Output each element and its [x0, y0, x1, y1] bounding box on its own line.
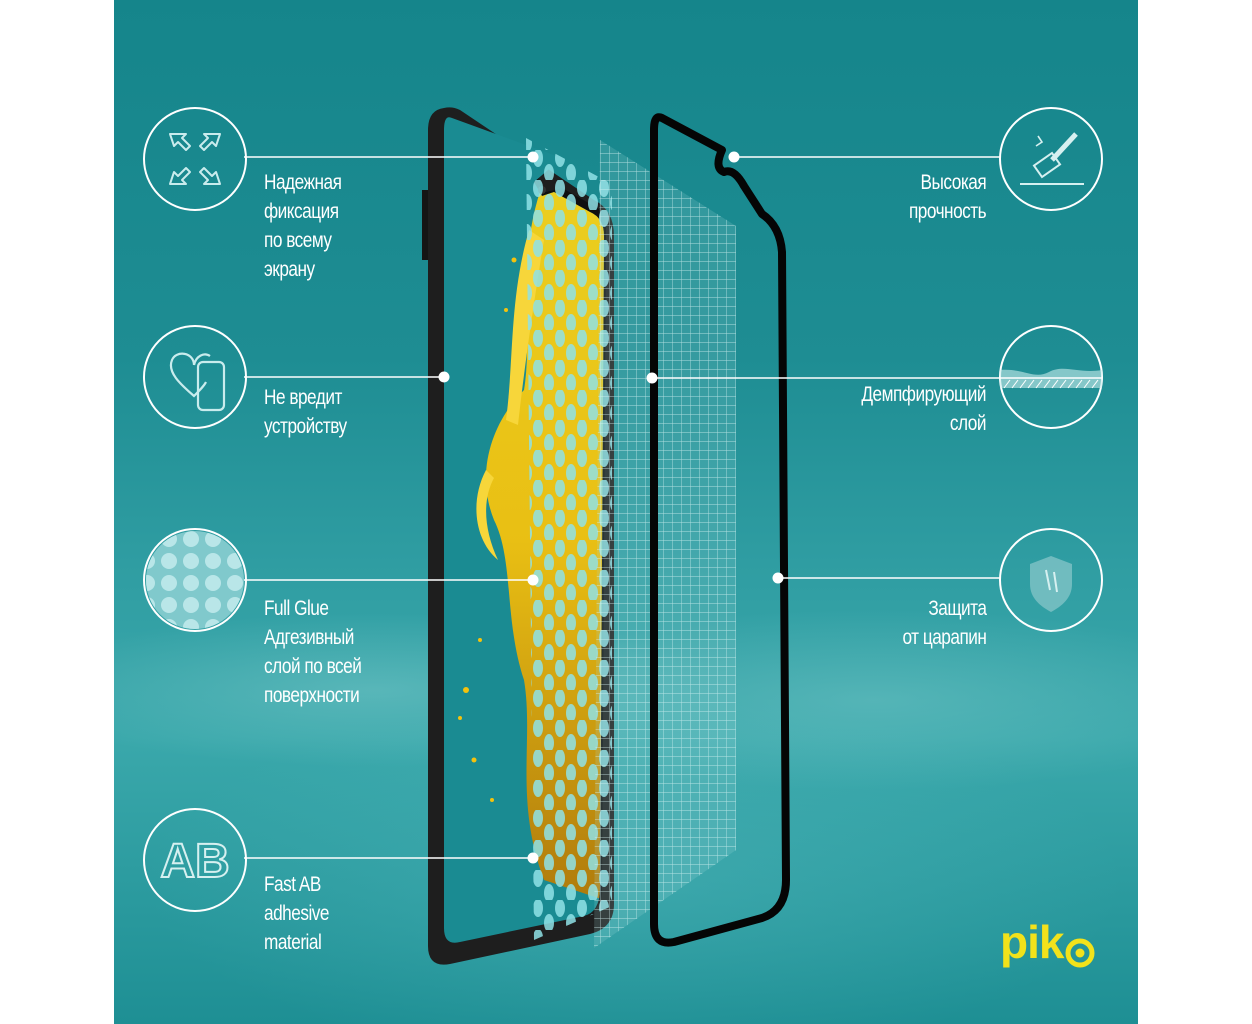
feature-line: adhesive	[264, 902, 329, 925]
dots-pattern-icon	[143, 528, 247, 632]
callout-lines	[244, 156, 1000, 859]
screen-protector-layers-illustration: AB	[143, 107, 1103, 965]
ab-adhesive-icon: AB	[143, 808, 247, 912]
feature-line: по всему	[264, 229, 332, 252]
logo-o-icon	[1065, 938, 1095, 968]
feature-damping-layer: Демпфирующий слой	[861, 380, 986, 438]
feature-line: Надежная	[264, 171, 342, 194]
feature-line: Не вредит	[264, 386, 342, 409]
hammer-icon	[999, 107, 1103, 211]
feature-line: фиксация	[264, 200, 339, 223]
feature-line: Адгезивный	[264, 626, 354, 649]
feature-line: поверхности	[264, 684, 360, 707]
feature-line: material	[264, 931, 322, 954]
logo-wordmark: pik	[1000, 916, 1064, 968]
feature-fast-ab-adhesive: Fast AB adhesive material	[264, 870, 329, 957]
damping-layer-icon	[999, 325, 1103, 429]
feature-line: от царапин	[902, 626, 986, 649]
feature-full-screen-fixation: Надежная фиксация по всему экрану	[264, 168, 342, 284]
ab-icon-text: AB	[160, 835, 229, 888]
feature-line: Демпфирующий	[861, 383, 986, 406]
damping-grid-layer	[594, 140, 736, 948]
expand-arrows-icon	[143, 107, 247, 211]
feature-line: экрану	[264, 258, 315, 281]
feature-line: слой по всей	[264, 655, 362, 678]
feature-full-glue: Full Glue Адгезивный слой по всей поверх…	[264, 594, 362, 710]
tempered-glass-frame	[650, 113, 790, 947]
feature-line: Защита	[927, 597, 987, 620]
feature-line: слой	[949, 412, 987, 435]
feature-line: Full Glue	[264, 597, 329, 620]
brand-logo: pik	[1000, 908, 1097, 968]
feature-scratch-protection: Защита от царапин	[902, 594, 986, 652]
feature-high-strength: Высокая прочность	[908, 168, 987, 226]
shield-icon	[999, 528, 1103, 632]
heart-phone-icon	[143, 325, 247, 429]
feature-line: прочность	[908, 200, 987, 223]
callout-dots	[438, 151, 784, 864]
feature-line: Высокая	[920, 171, 986, 194]
product-poster: AB Надежная фиксаци	[114, 0, 1138, 1024]
feature-line: Fast AB	[264, 873, 321, 896]
feature-line: устройству	[264, 415, 347, 438]
feature-device-safe: Не вредит устройству	[264, 383, 347, 441]
